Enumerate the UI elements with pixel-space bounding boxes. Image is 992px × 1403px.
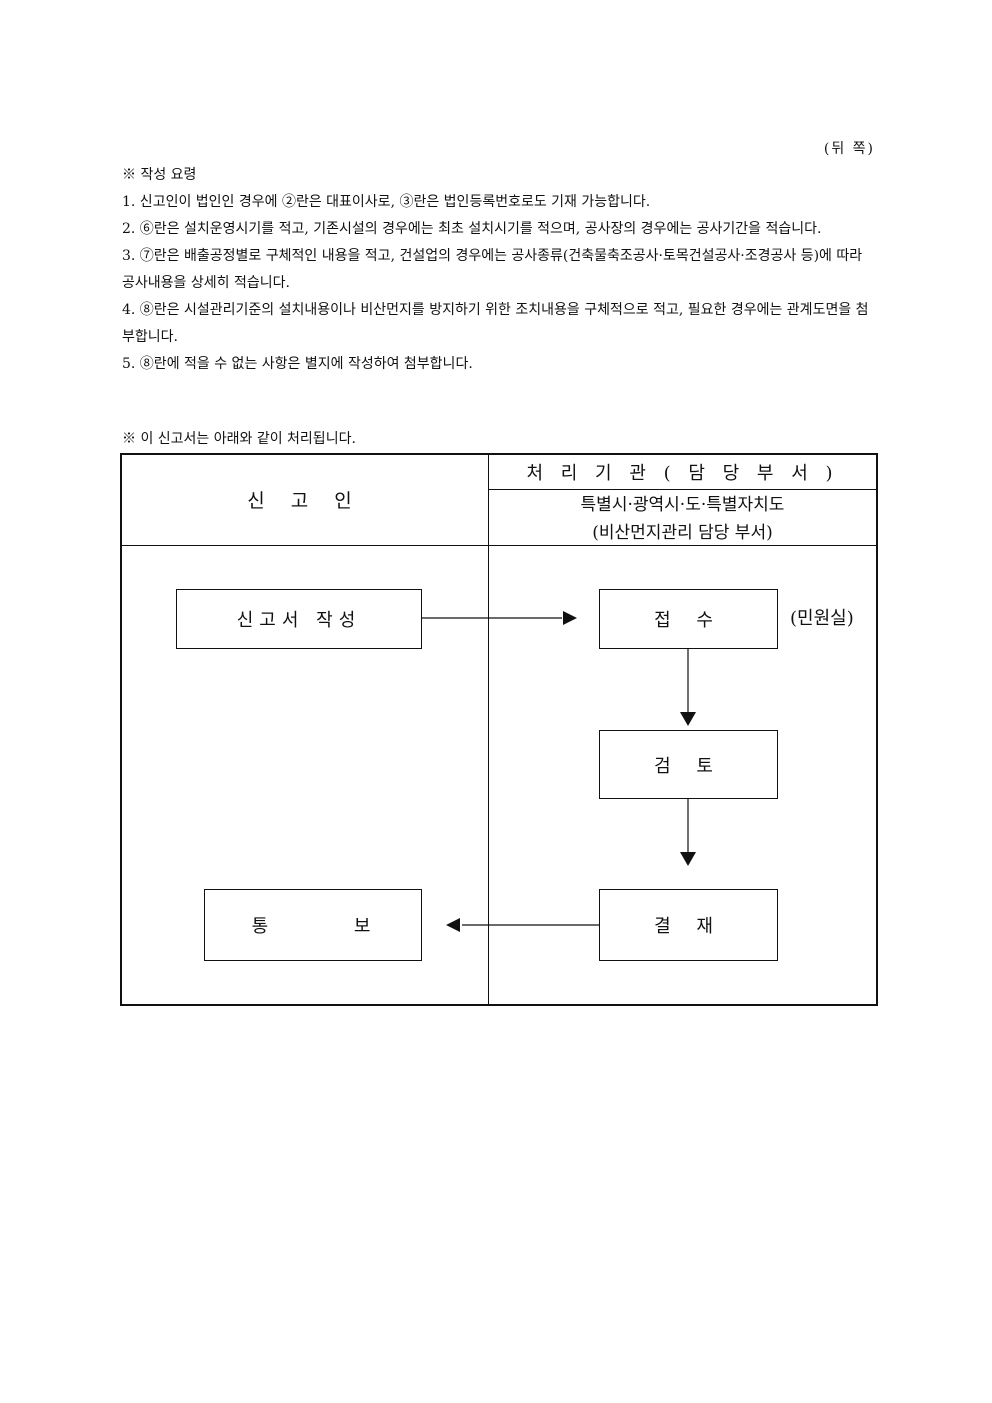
column-divider	[488, 453, 489, 1004]
guide-item-4: 4. ⑧란은 시설관리기준의 설치내용이나 비산먼지를 방지하기 위한 조치내용…	[122, 302, 869, 345]
arrowhead-left	[446, 918, 460, 932]
agency-header: 처 리 기 관 ( 담 당 부 서 )	[526, 463, 839, 484]
step-review-box: 검 토	[599, 730, 778, 799]
step-approve-box: 결 재	[599, 889, 778, 961]
step-receive-box: 접 수	[599, 589, 778, 649]
guide-item-5: 5. ⑧란에 적을 수 없는 사항은 별지에 작성하여 첨부합니다.	[122, 356, 473, 372]
applicant-header: 신 고 인	[247, 489, 362, 512]
agency-header-divider	[489, 489, 876, 490]
step-receive-note: (민원실)	[790, 608, 854, 629]
guide-item-1: 1. 신고인이 법인인 경우에 ②란은 대표이사로, ③란은 법인등록번호로도 …	[122, 194, 651, 210]
process-table	[120, 453, 878, 1006]
arrowhead-down-1	[680, 712, 696, 726]
page-side-label: (뒤 쪽)	[823, 141, 875, 157]
writing-guide: ※ 작성 요령 1. 신고인이 법인인 경우에 ②란은 대표이사로, ③란은 법…	[122, 162, 876, 378]
agency-subheader-line1: 특별시·광역시·도·특별자치도	[580, 495, 785, 515]
header-divider	[120, 545, 876, 546]
guide-item-3: 3. ⑦란은 배출공정별로 구체적인 내용을 적고, 건설업의 경우에는 공사종…	[122, 248, 863, 291]
agency-subheader: 특별시·광역시·도·특별자치도 (비산먼지관리 담당 부서)	[489, 491, 876, 547]
arrowhead-down-2	[680, 852, 696, 866]
guide-item-2: 2. ⑥란은 설치운영시기를 적고, 기존시설의 경우에는 최초 설치시기를 적…	[122, 221, 822, 237]
process-title: ※ 이 신고서는 아래와 같이 처리됩니다.	[122, 431, 356, 447]
agency-subheader-line2: (비산먼지관리 담당 부서)	[592, 523, 773, 543]
step-notify-box: 통 보	[204, 889, 422, 961]
arrowhead-right	[563, 611, 577, 625]
guide-heading: ※ 작성 요령	[122, 167, 197, 183]
step-write-box: 신고서 작성	[176, 589, 422, 649]
